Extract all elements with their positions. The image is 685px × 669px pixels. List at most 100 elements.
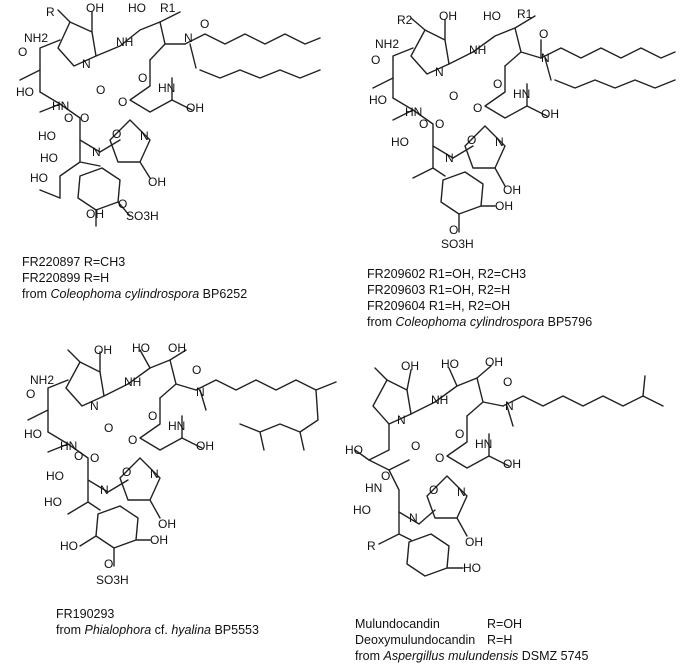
- atom-label: N: [397, 413, 406, 427]
- atom-label: NH: [431, 393, 449, 407]
- atom-label: N: [409, 511, 418, 525]
- atom-label: O: [118, 95, 128, 109]
- atom-label: HN: [513, 87, 531, 101]
- atom-label: N: [505, 399, 514, 413]
- atom-label: HO: [44, 495, 62, 509]
- atom-label: HN: [168, 419, 186, 433]
- atom-label: O: [503, 375, 513, 389]
- atom-label: O: [18, 45, 28, 59]
- atom-label: R1: [517, 7, 533, 21]
- compound-panel-fr209602: NH2 R2 OH HO R1 N O O HO N O HN NH O O O…: [345, 0, 680, 340]
- compound-name-line: FR209602 R1=OH, R2=CH3: [367, 267, 527, 281]
- atom-label: NH2: [30, 373, 55, 387]
- atom-label: HN: [365, 481, 383, 495]
- atom-label: HO: [38, 129, 56, 143]
- atom-label: R: [367, 539, 376, 553]
- atom-label: O: [449, 89, 459, 103]
- atom-label: OH: [94, 343, 112, 357]
- atom-label: O: [192, 363, 202, 377]
- source-line: from Aspergillus mulundensis DSMZ 5745: [355, 649, 589, 663]
- atom-label: OH: [503, 183, 521, 197]
- atom-label: OH: [401, 359, 419, 373]
- atom-label: O: [148, 409, 158, 423]
- atom-label: N: [495, 135, 504, 149]
- atom-label: O: [122, 465, 132, 479]
- atom-label: NH2: [24, 31, 49, 45]
- atom-label: O: [539, 27, 549, 41]
- atom-label: N: [150, 467, 159, 481]
- atom-label: NH: [124, 375, 142, 389]
- atom-label: N: [196, 385, 205, 399]
- atom-label: O: [118, 197, 128, 211]
- atom-label: OH: [485, 355, 503, 369]
- structure-fr209602: [372, 15, 676, 233]
- structure-fr190293: [27, 349, 337, 567]
- atom-label: N: [90, 399, 99, 413]
- atom-label: O: [419, 117, 429, 131]
- structure-fr220897: [19, 9, 321, 227]
- atom-label: HN: [405, 105, 423, 119]
- atom-label: HO: [483, 9, 501, 23]
- compound-name-line: FR220897 R=CH3: [22, 255, 126, 269]
- atom-label: O: [90, 451, 100, 465]
- atom-label: O: [411, 439, 421, 453]
- atom-label: HO: [128, 1, 146, 15]
- atom-label: OH: [158, 517, 176, 531]
- atom-label: N: [92, 145, 101, 159]
- atom-label: HN: [158, 81, 176, 95]
- atom-label: N: [140, 129, 149, 143]
- atom-label: OH: [86, 207, 104, 221]
- atom-label: O: [381, 469, 391, 483]
- source-line: from Coleophoma cylindrospora BP6252: [22, 287, 248, 301]
- atom-label: HO: [441, 357, 459, 371]
- structure-mulundocandin: [354, 365, 664, 577]
- atom-label: HO: [24, 427, 42, 441]
- atom-label: O: [104, 557, 114, 571]
- atom-label: HO: [40, 151, 58, 165]
- atom-label: N: [82, 57, 91, 71]
- atom-label: OH: [541, 107, 559, 121]
- atom-label: OH: [465, 535, 483, 549]
- atom-label: O: [493, 77, 503, 91]
- compound-panel-fr220897: NH2 R OH HO R1 N O O HO N O HN NH O O OH…: [0, 0, 330, 330]
- atom-label: NH2: [375, 37, 400, 51]
- atom-label: O: [96, 83, 106, 97]
- compound-caption: FR209602 R1=OH, R2=CH3 FR209603 R1=OH, R…: [367, 266, 592, 330]
- atom-label: NH: [469, 43, 487, 57]
- atom-label: HO: [391, 135, 409, 149]
- compound-name-line: FR190293: [56, 607, 115, 621]
- atom-label: HO: [16, 85, 34, 99]
- atom-label: OH: [196, 439, 214, 453]
- atom-label: R: [46, 5, 55, 19]
- source-line: from Coleophoma cylindrospora BP5796: [367, 315, 593, 329]
- atom-label: O: [435, 451, 445, 465]
- atom-label: O: [80, 111, 90, 125]
- atom-label: O: [26, 387, 36, 401]
- atom-label: HN: [475, 437, 493, 451]
- atom-label: OH: [503, 457, 521, 471]
- atom-label: HN: [60, 439, 78, 453]
- compound-name-line: FR209603 R1=OH, R2=H: [367, 283, 511, 297]
- atom-label: O: [467, 133, 477, 147]
- atom-label: O: [112, 127, 122, 141]
- atom-label: HO: [132, 341, 150, 355]
- atom-label: O: [455, 427, 465, 441]
- atom-label: O: [473, 101, 483, 115]
- atom-label: NH: [116, 35, 134, 49]
- atom-label: N: [100, 483, 109, 497]
- atom-label: O: [435, 117, 445, 131]
- compound-caption: FR190293 from Phialophora cf. hyalina BP…: [56, 606, 259, 638]
- atom-label: HO: [369, 93, 387, 107]
- atom-label: O: [104, 421, 114, 435]
- atom-label: SO3H: [441, 237, 474, 251]
- atom-label: SO3H: [126, 209, 159, 223]
- atom-label: HO: [353, 503, 371, 517]
- atom-label: O: [429, 483, 439, 497]
- atom-label: O: [200, 17, 210, 31]
- compound-panel-fr190293: NH2 OH HO OH N O O HO N O HN NH O O OH H…: [0, 340, 340, 669]
- compound-caption: FR220897 R=CH3 FR220899 R=H from Coleoph…: [22, 254, 247, 302]
- atom-label: HO: [60, 539, 78, 553]
